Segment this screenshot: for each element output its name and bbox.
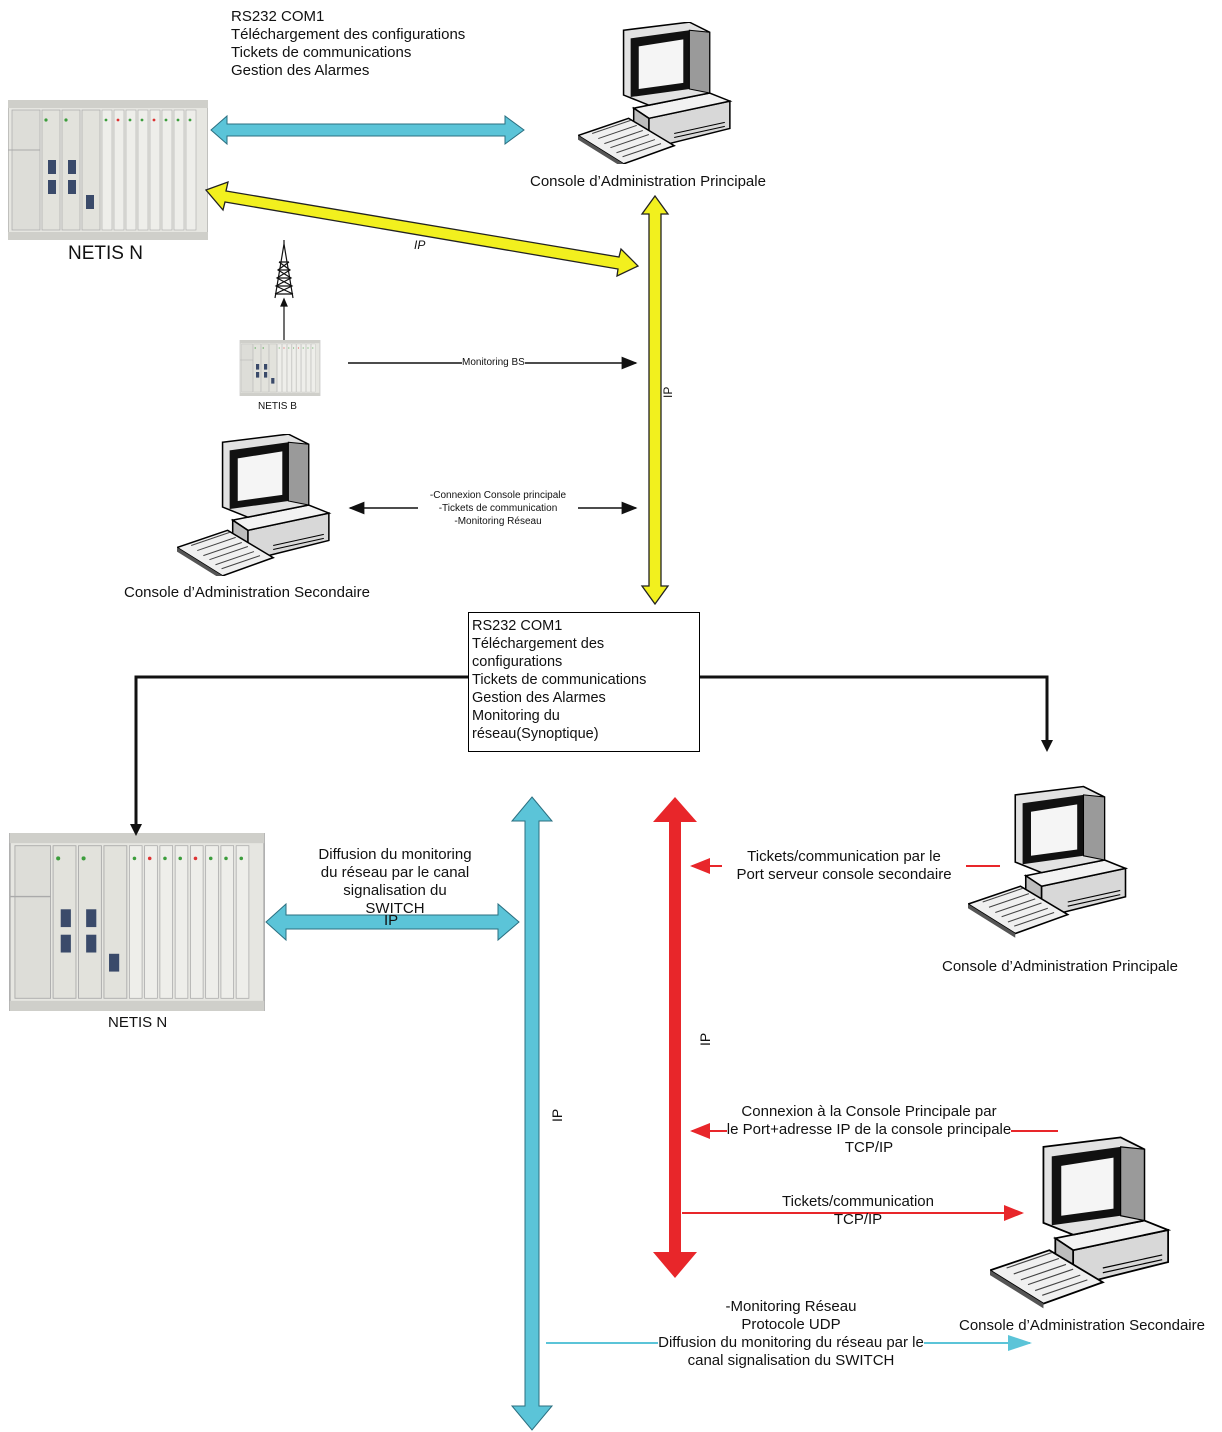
udp-line: canal signalisation du SWITCH	[687, 1352, 895, 1369]
computer-icon	[968, 785, 1127, 939]
diffusion-line: signalisation du	[343, 882, 447, 899]
yellow-double-arrow-vertical	[640, 194, 670, 606]
diffusion-line: SWITCH	[365, 900, 425, 917]
diffusion-label: Diffusion du monitoring du réseau par le…	[300, 846, 490, 918]
ip-cyan-small-label: IP	[384, 912, 399, 929]
ip-diagonal-label: IP	[414, 238, 426, 252]
ip-yellow-vertical-label: IP	[661, 386, 675, 398]
top-info-line: RS232 COM1	[231, 8, 325, 25]
diffusion-line: du réseau par le canal	[320, 864, 470, 881]
cyan-double-arrow-bottom	[265, 902, 520, 942]
red-double-arrow-vertical	[653, 797, 697, 1278]
center-info-box: RS232 COM1 Téléchargement des configurat…	[468, 612, 700, 752]
console-link-line: -Tickets de communication	[438, 503, 558, 514]
connexion-line: le Port+adresse IP de la console princip…	[726, 1121, 1012, 1139]
udp-line: Diffusion du monitoring du réseau par le	[658, 1334, 924, 1352]
box-line: Monitoring du	[472, 708, 560, 724]
console-principale-top-label: Console d’Administration Principale	[530, 173, 766, 190]
top-info-line: Gestion des Alarmes	[231, 62, 370, 79]
tickets-port-label: Tickets/communication par le Port serveu…	[722, 848, 966, 884]
console-principale-right-label: Console d’Administration Principale	[942, 958, 1178, 975]
box-line: RS232 COM1	[472, 618, 563, 634]
console-link-label: -Connexion Console principale -Tickets d…	[418, 489, 578, 528]
netis-n-top-rack	[8, 100, 208, 240]
top-info-line: Téléchargement des configurations	[231, 26, 466, 43]
ip-red-vertical-label: IP	[697, 1032, 713, 1046]
computer-icon	[990, 1136, 1170, 1310]
console-secondaire-left-label: Console d’Administration Secondaire	[124, 584, 370, 601]
tickets-port-line: Port serveur console secondaire	[736, 866, 952, 883]
box-line: Téléchargement des	[472, 636, 605, 652]
console-link-line: -Monitoring Réseau	[454, 516, 542, 527]
ip-cyan-vertical-label: IP	[549, 1108, 565, 1122]
cyan-double-arrow-vertical	[510, 796, 554, 1431]
box-line: Gestion des Alarmes	[472, 690, 606, 706]
udp-line: Protocole UDP	[741, 1316, 841, 1333]
console-link-line: -Connexion Console principale	[429, 490, 567, 501]
tickets-tcp-line: TCP/IP	[833, 1211, 883, 1228]
top-info-block: RS232 COM1 Téléchargement des configurat…	[231, 8, 465, 80]
computer-icon	[177, 434, 330, 576]
netis-b-label: NETIS B	[258, 401, 297, 412]
console-secondaire-right-label: Console d’Administration Secondaire	[959, 1317, 1205, 1334]
box-line: réseau(Synoptique)	[472, 726, 599, 742]
netis-n-top-label: NETIS N	[68, 243, 143, 264]
computer-icon	[578, 22, 731, 164]
tickets-port-line: Tickets/communication par le	[747, 848, 941, 865]
netis-n-bottom-rack	[9, 833, 265, 1011]
connexion-line: TCP/IP	[844, 1139, 894, 1156]
box-line: configurations	[472, 654, 563, 670]
tickets-tcp-line: Tickets/communication	[782, 1193, 934, 1211]
tickets-tcp-label: Tickets/communication TCP/IP	[776, 1193, 940, 1229]
connexion-line: Connexion à la Console Principale par	[741, 1103, 997, 1121]
udp-line: -Monitoring Réseau	[725, 1298, 857, 1315]
top-info-line: Tickets de communications	[231, 44, 412, 61]
cyan-double-arrow-top	[210, 114, 525, 146]
netis-n-bottom-label: NETIS N	[108, 1014, 168, 1031]
udp-label: -Monitoring Réseau Protocole UDP Diffusi…	[640, 1298, 942, 1370]
netis-b-rack	[239, 340, 321, 396]
box-line: Tickets de communications	[472, 672, 647, 688]
connexion-label: Connexion à la Console Principale par le…	[712, 1103, 1026, 1157]
box-to-console-connector	[700, 675, 1049, 742]
diffusion-line: Diffusion du monitoring	[318, 846, 472, 863]
yellow-double-arrow-diagonal	[204, 180, 640, 278]
antenna-icon	[274, 240, 294, 340]
monitoring-bs-label: Monitoring BS	[462, 356, 525, 369]
box-to-netis-connector	[134, 675, 468, 826]
